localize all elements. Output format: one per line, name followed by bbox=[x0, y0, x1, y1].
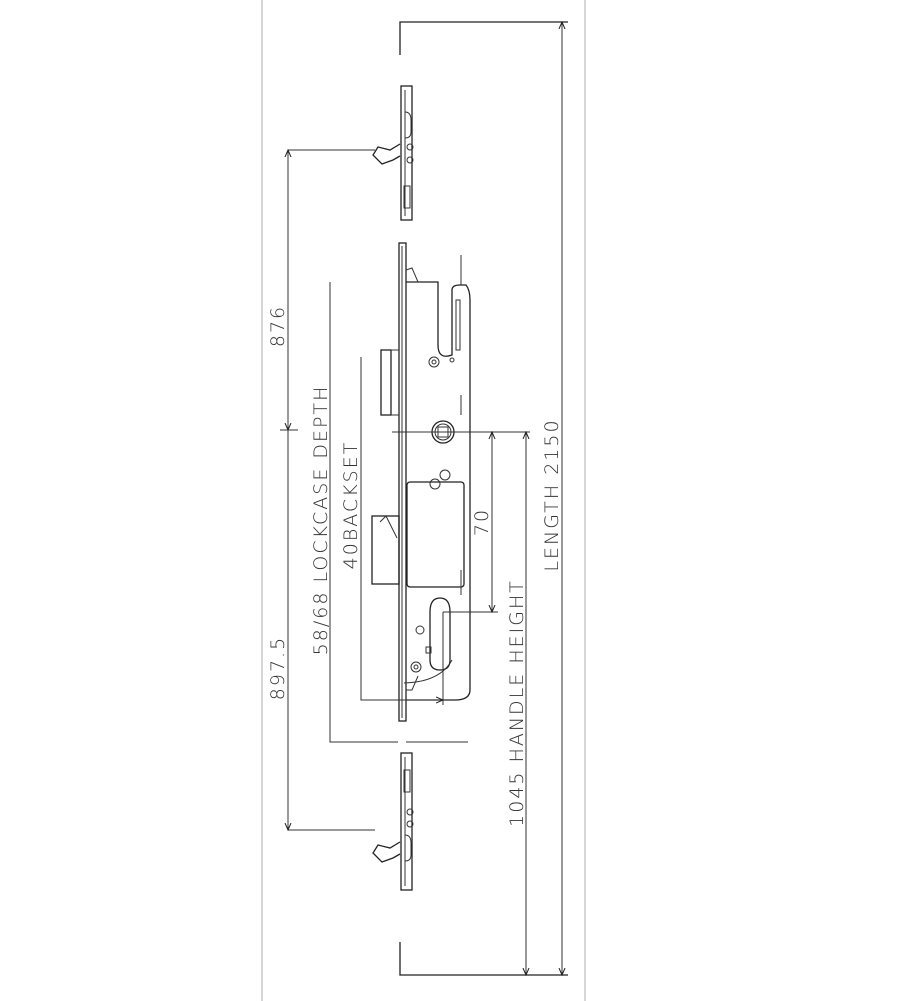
gearbox-cover bbox=[406, 481, 465, 588]
dim-backset: 40BACKSET bbox=[340, 441, 362, 570]
dim-handle-height: 1045 HANDLE HEIGHT bbox=[506, 579, 528, 827]
dim-70: 70 bbox=[471, 508, 493, 536]
hook-spacing-dimension bbox=[280, 150, 375, 830]
dim-length: LENGTH 2150 bbox=[541, 418, 563, 571]
bottom-hook-keep bbox=[372, 752, 414, 891]
top-end-bracket bbox=[399, 21, 568, 55]
bottom-end-bracket bbox=[399, 942, 568, 976]
top-hook-keep bbox=[372, 85, 414, 221]
dim-897-5: 897.5 bbox=[267, 636, 289, 700]
latch-spring-icon bbox=[455, 299, 461, 351]
dim-lockcase-depth: 58/68 LOCKCASE DEPTH bbox=[310, 385, 332, 656]
lockcase bbox=[371, 242, 471, 722]
lockcase-depth-dimension bbox=[329, 282, 468, 743]
deadbolt bbox=[371, 515, 400, 585]
latch-bolt bbox=[380, 349, 392, 416]
backset-dimension bbox=[360, 357, 443, 700]
euro-cylinder-cutout bbox=[429, 597, 451, 671]
dim-876: 876 bbox=[267, 305, 289, 347]
